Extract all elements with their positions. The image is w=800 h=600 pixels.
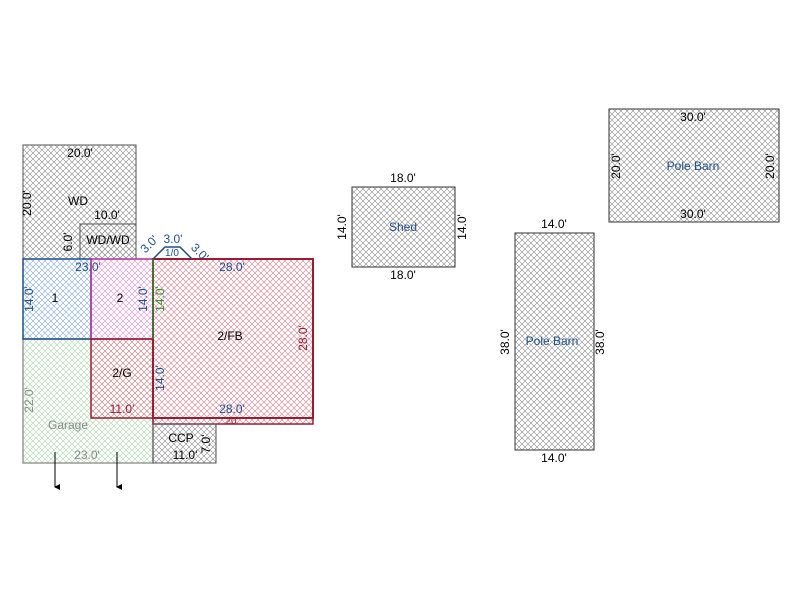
pole-barn-1-area [514, 232, 595, 451]
room-2g-area [90, 338, 154, 419]
wdwd-label: WD/WD [86, 233, 130, 247]
room-2-label: 2 [117, 291, 124, 305]
pole-barn-2-top-dim: 30.0' [680, 110, 706, 124]
room-1-left-dim: 14.0' [22, 286, 36, 312]
garage-bottom-dim: 23.0' [74, 448, 100, 462]
room-2g-bottom-dim: 11.0' [110, 402, 135, 416]
bay-window-label: 1/0 [165, 248, 179, 259]
pole-barn-2-left-dim: 20.0' [609, 153, 623, 179]
shed-area [351, 186, 456, 268]
room-2g-label: 2/G [112, 366, 131, 380]
shed-label: Shed [389, 220, 417, 234]
wd-left-dim: 20.0' [20, 190, 34, 216]
garage-left-dim: 22.0' [22, 387, 36, 413]
shed-right-dim: 14.0' [455, 214, 469, 240]
pole-barn-2-right-dim: 20.0' [763, 153, 777, 179]
room-1-top-dim: 23.0' [75, 260, 101, 274]
pole-barn-1-left-dim: 38.0' [498, 329, 512, 355]
bay-left-dim: 3.0' [138, 233, 161, 256]
room-2fb-bottom-dim: 28.0' [219, 402, 245, 416]
pole-barn-1-top-dim: 14.0' [541, 217, 567, 231]
ccp-label: CCP [168, 431, 193, 445]
shed-top-dim: 18.0' [390, 171, 416, 185]
room-2fb-left-lower-dim: 14.0' [153, 365, 167, 391]
pole-barn-2-area [608, 108, 780, 223]
ccp-right-dim: 7.0' [199, 435, 213, 454]
green-right-dim: 14.0' [153, 286, 167, 312]
bay-window [152, 246, 193, 260]
pole-barn-2-label: Pole Barn [667, 159, 720, 173]
room-2fb-label: 2/FB [217, 329, 242, 343]
pole-barn-1-label: Pole Barn [526, 334, 579, 348]
wd-top-dim: 20.0' [67, 146, 93, 160]
room-2fb-top-dim: 28.0' [219, 260, 245, 274]
wdwd-top-dim: 10.0' [94, 208, 120, 222]
pole-barn-1-bottom-dim: 14.0' [541, 451, 567, 465]
ccp-bottom-dim: 11.0' [173, 448, 198, 462]
wd-label: WD [68, 194, 88, 208]
room-2fb-strip-dim: 20' [225, 416, 238, 427]
garage-label: Garage [48, 418, 88, 432]
room-1-label: 1 [52, 291, 59, 305]
room-2fb-area [152, 258, 314, 419]
room-2-right-dim: 14.0' [136, 286, 150, 312]
wdwd-left-dim: 6.0' [61, 233, 75, 252]
bay-top-dim: 3.0' [164, 232, 183, 246]
wdwd-area [79, 223, 137, 260]
shed-bottom-dim: 18.0' [390, 268, 416, 282]
room-2fb-right-dim: 28.0' [296, 325, 310, 351]
shed-left-dim: 14.0' [335, 214, 349, 240]
pole-barn-2-bottom-dim: 30.0' [680, 207, 706, 221]
ccp-area [152, 423, 217, 464]
pole-barn-1-right-dim: 38.0' [593, 329, 607, 355]
